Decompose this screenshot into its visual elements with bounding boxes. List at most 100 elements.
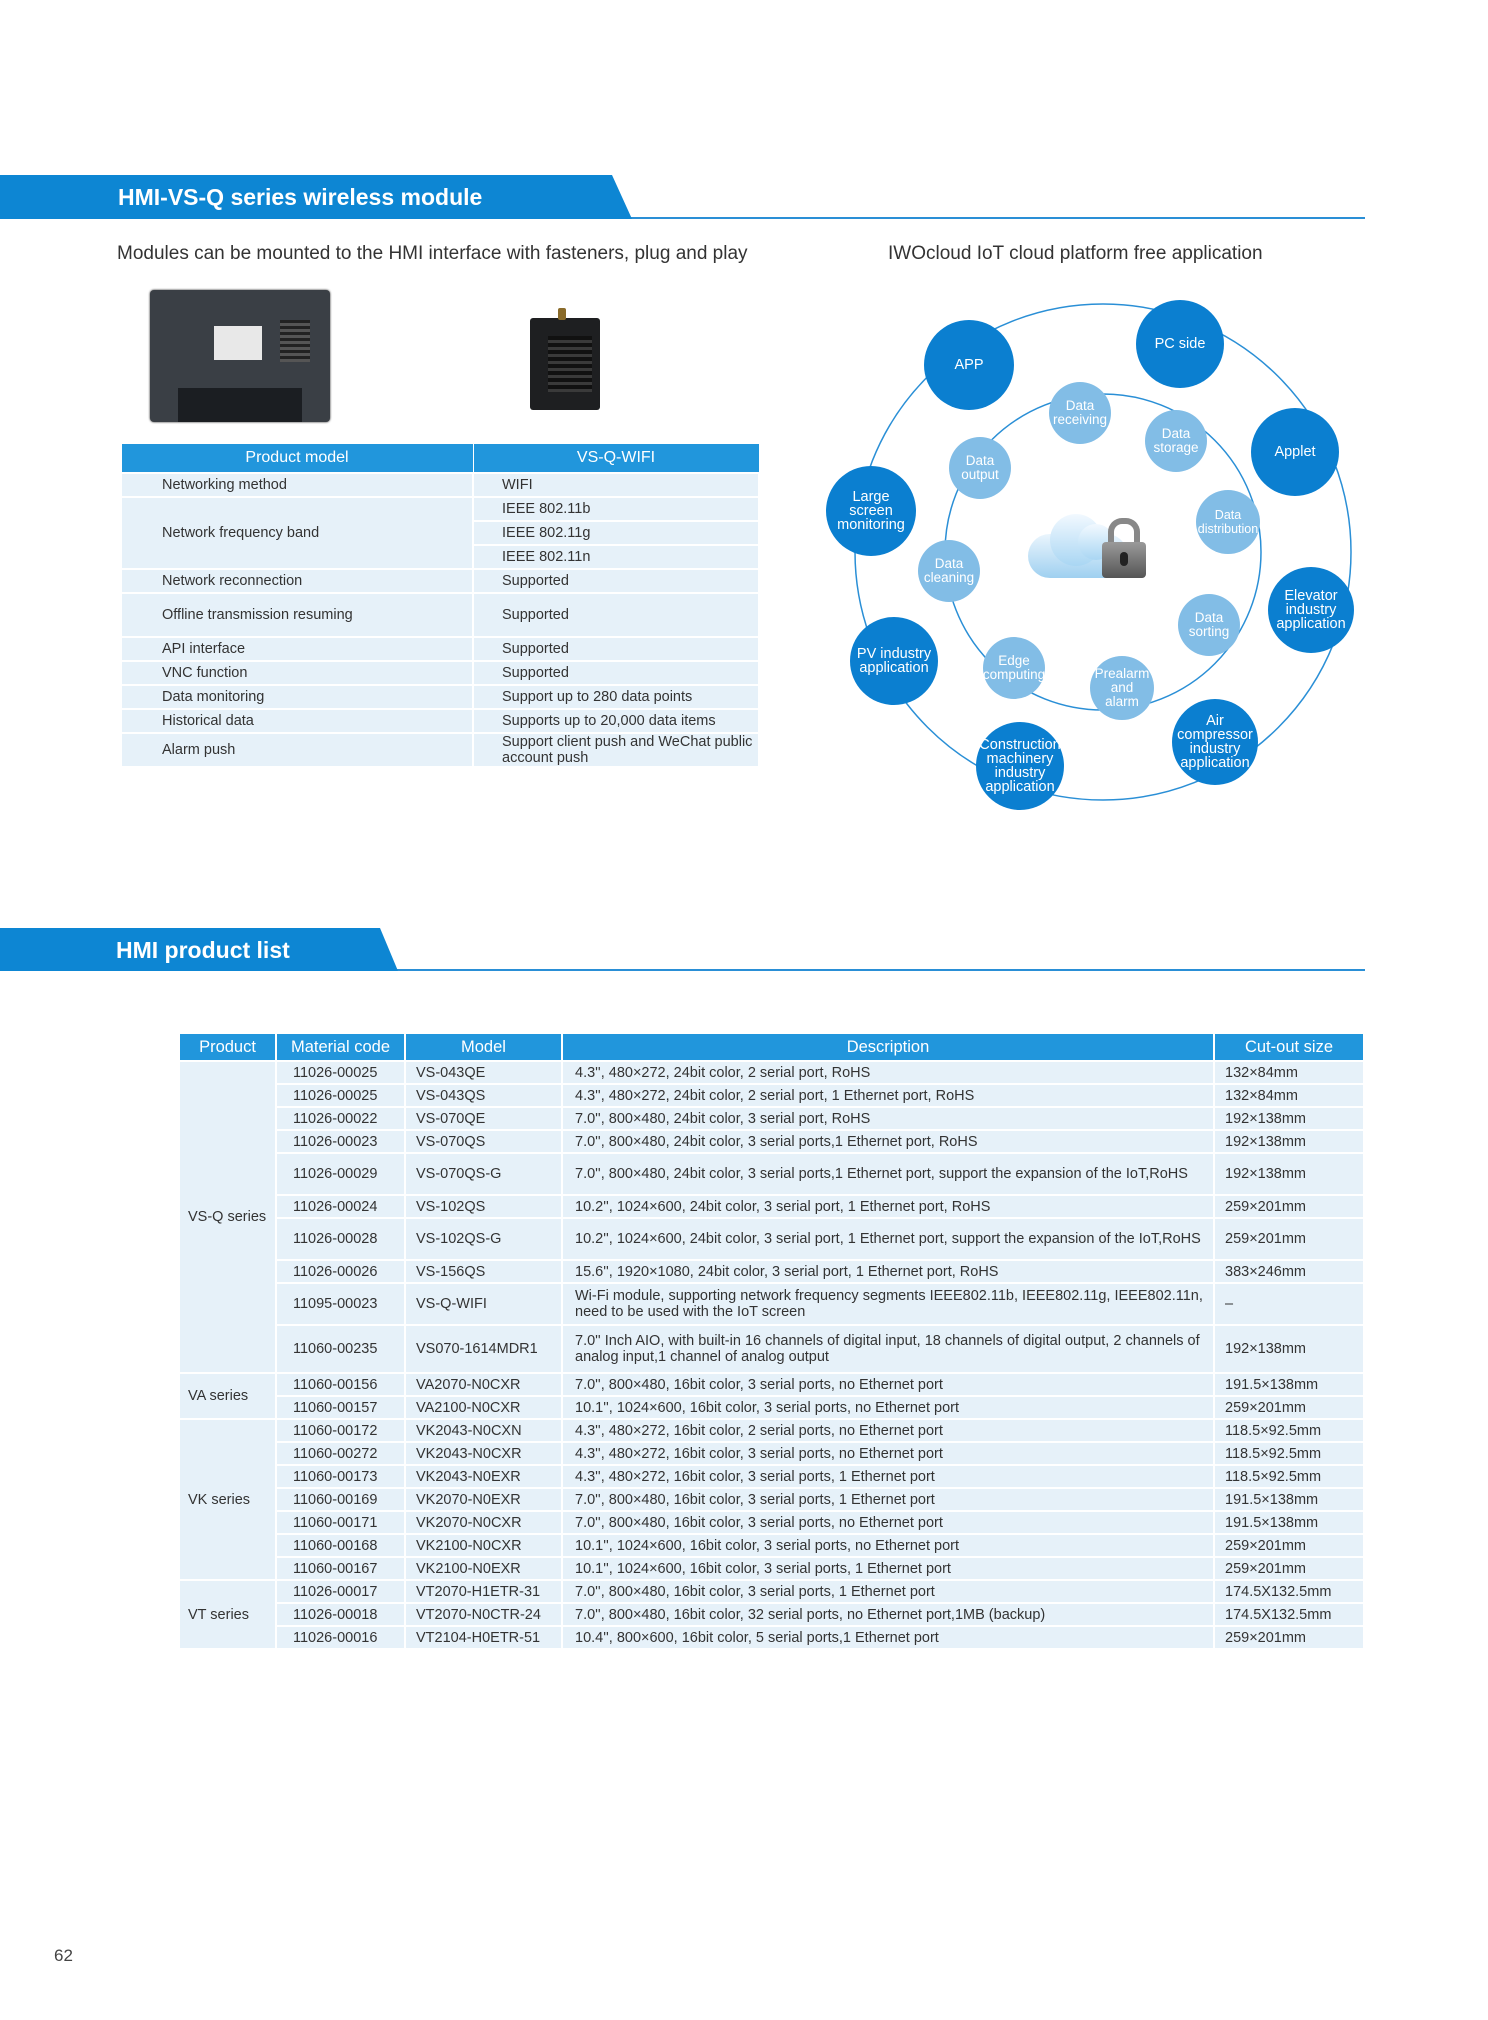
material-code-cell: 11060-00168 <box>275 1533 406 1558</box>
page-number: 62 <box>54 1946 73 1965</box>
col-description: Description <box>561 1032 1215 1062</box>
description-cell: 4.3'', 480×272, 16bit color, 3 serial po… <box>561 1464 1215 1489</box>
section1-rule <box>0 217 1365 219</box>
material-code-cell: 11026-00025 <box>275 1083 406 1108</box>
cutout-size-cell: 192×138mm <box>1213 1152 1365 1196</box>
spec-label: Network reconnection <box>120 568 474 594</box>
model-cell: VA2100-N0CXR <box>404 1395 563 1420</box>
cutout-size-cell: 259×201mm <box>1213 1625 1365 1650</box>
spec-label: Offline transmission resuming <box>120 592 474 638</box>
spec-label: VNC function <box>120 660 474 686</box>
spec-header-model: VS-Q-WIFI <box>472 443 760 474</box>
model-cell: VS-156QS <box>404 1259 563 1284</box>
spec-label: Data monitoring <box>120 684 474 710</box>
description-cell: 7.0'', 800×480, 16bit color, 3 serial po… <box>561 1579 1215 1604</box>
description-cell: 4.3'', 480×272, 16bit color, 2 serial po… <box>561 1418 1215 1443</box>
cutout-size-cell: 192×138mm <box>1213 1129 1365 1154</box>
model-cell: VT2070-H1ETR-31 <box>404 1579 563 1604</box>
description-cell: 7.0'', 800×480, 24bit color, 3 serial po… <box>561 1106 1215 1131</box>
cutout-size-cell: 259×201mm <box>1213 1533 1365 1558</box>
node-applet: Applet <box>1251 408 1339 496</box>
spec-value: Supported <box>472 660 760 686</box>
description-cell: 7.0'', 800×480, 16bit color, 32 serial p… <box>561 1602 1215 1627</box>
section1-title: HMI-VS-Q series wireless module <box>0 175 632 219</box>
cutout-size-cell: 132×84mm <box>1213 1060 1365 1085</box>
section1-right-subtitle: IWOcloud IoT cloud platform free applica… <box>888 243 1263 264</box>
spec-header-product: Product model <box>120 443 474 474</box>
spec-value: Support client push and WeChat public ac… <box>472 732 760 768</box>
spec-value: Supports up to 20,000 data items <box>472 708 760 734</box>
description-cell: 7.0'', 800×480, 24bit color, 3 serial po… <box>561 1152 1215 1196</box>
node-app: APP <box>924 320 1014 410</box>
series-cell: VK series <box>178 1418 277 1581</box>
material-code-cell: 11026-00023 <box>275 1129 406 1154</box>
cutout-size-cell: 118.5×92.5mm <box>1213 1464 1365 1489</box>
spec-value: Supported <box>472 592 760 638</box>
spec-value: Supported <box>472 568 760 594</box>
node-elevator: Elevator industry application <box>1268 567 1354 653</box>
model-cell: VS-Q-WIFI <box>404 1282 563 1326</box>
material-code-cell: 11095-00023 <box>275 1282 406 1326</box>
material-code-cell: 11060-00169 <box>275 1487 406 1512</box>
node-data-cleaning: Data cleaning <box>918 540 980 602</box>
model-cell: VT2070-N0CTR-24 <box>404 1602 563 1627</box>
cutout-size-cell: 259×201mm <box>1213 1395 1365 1420</box>
cutout-size-cell: 174.5X132.5mm <box>1213 1579 1365 1604</box>
model-cell: VS-070QE <box>404 1106 563 1131</box>
description-cell: Wi-Fi module, supporting network frequen… <box>561 1282 1215 1326</box>
section2-title: HMI product list <box>0 928 398 971</box>
wifi-module-image <box>530 308 600 410</box>
cutout-size-cell: 118.5×92.5mm <box>1213 1441 1365 1466</box>
material-code-cell: 11060-00156 <box>275 1372 406 1397</box>
description-cell: 4.3'', 480×272, 24bit color, 2 serial po… <box>561 1083 1215 1108</box>
description-cell: 10.1'', 1024×600, 16bit color, 3 serial … <box>561 1395 1215 1420</box>
description-cell: 7.0'' Inch AIO, with built-in 16 channel… <box>561 1324 1215 1374</box>
product-table: Product Material code Model Description … <box>178 1032 1365 1650</box>
cutout-size-cell: – <box>1213 1282 1365 1326</box>
col-product: Product <box>178 1032 277 1062</box>
model-cell: VK2043-N0EXR <box>404 1464 563 1489</box>
node-data-distribution: Data distribution <box>1196 490 1260 554</box>
node-data-receiving: Data receiving <box>1049 382 1111 444</box>
cutout-size-cell: 191.5×138mm <box>1213 1487 1365 1512</box>
section1-left-subtitle: Modules can be mounted to the HMI interf… <box>117 243 748 264</box>
node-data-storage: Data storage <box>1145 410 1207 472</box>
material-code-cell: 11060-00173 <box>275 1464 406 1489</box>
node-air-compressor: Air compressor industry application <box>1172 699 1258 785</box>
section2-rule <box>0 969 1365 971</box>
series-cell: VT series <box>178 1579 277 1650</box>
description-cell: 15.6'', 1920×1080, 24bit color, 3 serial… <box>561 1259 1215 1284</box>
cutout-size-cell: 191.5×138mm <box>1213 1372 1365 1397</box>
material-code-cell: 11060-00171 <box>275 1510 406 1535</box>
cutout-size-cell: 118.5×92.5mm <box>1213 1418 1365 1443</box>
model-cell: VT2104-H0ETR-51 <box>404 1625 563 1650</box>
description-cell: 7.0'', 800×480, 24bit color, 3 serial po… <box>561 1129 1215 1154</box>
col-material-code: Material code <box>275 1032 406 1062</box>
model-cell: VK2043-N0CXN <box>404 1418 563 1443</box>
description-cell: 7.0'', 800×480, 16bit color, 3 serial po… <box>561 1510 1215 1535</box>
spec-value: Supported <box>472 636 760 662</box>
material-code-cell: 11026-00022 <box>275 1106 406 1131</box>
cutout-size-cell: 259×201mm <box>1213 1217 1365 1261</box>
cutout-size-cell: 259×201mm <box>1213 1194 1365 1219</box>
model-cell: VK2070-N0EXR <box>404 1487 563 1512</box>
material-code-cell: 11026-00017 <box>275 1579 406 1604</box>
col-model: Model <box>404 1032 563 1062</box>
spec-label: Network frequency band <box>120 496 474 570</box>
model-cell: VK2100-N0CXR <box>404 1533 563 1558</box>
material-code-cell: 11026-00026 <box>275 1259 406 1284</box>
